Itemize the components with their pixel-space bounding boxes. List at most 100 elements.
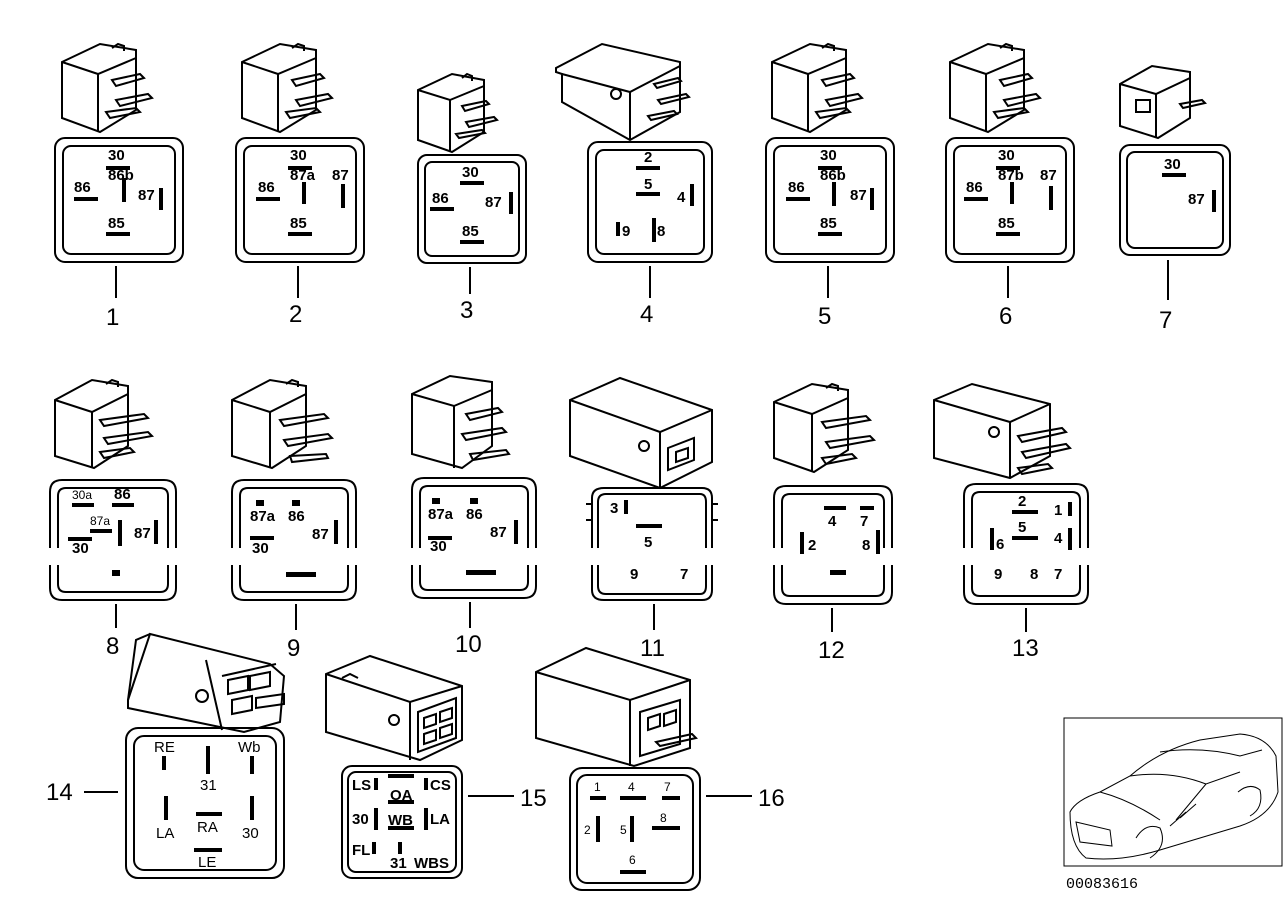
relay-16-housing — [535, 646, 691, 768]
relay-5-housing — [771, 42, 847, 134]
relay-11-pin-bars — [624, 500, 662, 528]
relay-13-pins-3d — [1016, 426, 1072, 476]
relay-10-pin-bars — [428, 498, 518, 575]
relay-9-pin-30: 30 — [252, 540, 269, 557]
relay-5-pin-85: 85 — [820, 215, 837, 232]
relay-8-pin-87: 87 — [134, 525, 151, 542]
relay-11-pin-9: 9 — [630, 566, 638, 583]
relay-7-housing — [1119, 64, 1191, 140]
relay-12-pins-3d — [820, 414, 877, 466]
relay-10[interactable]: 87a 86 87 30 10 — [411, 374, 537, 658]
relay-14-pin-bars — [162, 746, 254, 852]
relay-7-socket — [1135, 99, 1151, 113]
relay-16-housing-edge — [535, 671, 691, 766]
relay-4-pin-8: 8 — [657, 223, 665, 240]
relay-2[interactable]: 30 87a 86 87 85 2 — [235, 42, 365, 328]
relay-11-callout: 11 — [640, 635, 665, 662]
relay-2-housing — [241, 42, 317, 134]
relay-6-callout: 6 — [999, 303, 1012, 330]
relay-9-pin-87a: 87a — [250, 508, 276, 525]
relay-15-frame — [341, 765, 463, 879]
relay-15-pin-WB: WB — [388, 812, 413, 829]
diagram-id: 00083616 — [1066, 876, 1138, 893]
relay-11-frame — [591, 487, 713, 601]
relay-10-pin-87: 87 — [490, 524, 507, 541]
relay-1[interactable]: 30 86b 86 87 85 1 — [54, 42, 184, 331]
relay-10-housing — [411, 374, 493, 470]
relay-13-pin-7: 7 — [1054, 566, 1062, 583]
relay-3[interactable]: 30 86 87 85 3 — [417, 72, 527, 324]
relay-16[interactable]: 1 4 7 2 5 8 6 16 — [535, 646, 785, 891]
relay-11[interactable]: 3 5 9 7 11 — [569, 376, 718, 662]
relay-9-callout: 9 — [287, 635, 300, 662]
relay-2-frame-inner — [243, 145, 357, 255]
relay-15-pin-WBS: WBS — [414, 855, 449, 872]
relay-15-housing-edge — [325, 673, 463, 760]
relay-1-frame-inner — [62, 145, 176, 255]
relay-13[interactable]: 2 1 5 6 4 9 8 7 13 — [933, 382, 1089, 662]
relay-1-housing-edge — [61, 57, 137, 132]
relay-8[interactable]: 30a 86 87a 87 30 8 — [49, 378, 177, 660]
relay-9[interactable]: 87a 86 87 30 9 — [231, 378, 357, 662]
relay-8-frame — [49, 479, 177, 601]
relay-13-pin-8: 8 — [1030, 566, 1038, 583]
relay-11-side-ticks — [586, 503, 718, 521]
relay-2-pin-bars — [256, 166, 345, 236]
relay-15-pin-OA: OA — [390, 787, 413, 804]
relay-15-pin-FL: FL — [352, 842, 370, 859]
relay-8-pin-bars — [68, 503, 158, 576]
relay-13-screw — [988, 426, 1000, 438]
relay-1-callout: 1 — [106, 304, 119, 331]
relay-13-pin-9: 9 — [994, 566, 1002, 583]
relay-9-frame-inner — [239, 487, 349, 593]
relay-1-pin-86: 86 — [74, 179, 91, 196]
relay-10-housing-edge — [411, 389, 493, 468]
relay-3-frame — [417, 154, 527, 264]
relay-15-notch — [341, 672, 359, 679]
relay-14[interactable]: RE Wb 31 LA RA 30 LE 14 — [46, 632, 286, 879]
relay-6-housing — [949, 42, 1025, 134]
relay-14-pin-LE: LE — [198, 854, 216, 871]
relay-12[interactable]: 4 7 2 8 12 — [773, 382, 893, 664]
relay-2-pin-87: 87 — [332, 167, 349, 184]
relay-16-pin-bars — [590, 796, 680, 874]
relay-4-pin-2: 2 — [644, 149, 652, 166]
relay-7-pin-3d — [1178, 98, 1207, 110]
relay-7[interactable]: 30 87 7 — [1119, 64, 1231, 334]
relay-16-pin-1: 1 — [594, 780, 601, 794]
relay-1-pin-30: 30 — [108, 147, 125, 164]
relay-5-frame — [765, 137, 895, 263]
relay-3-pin-86: 86 — [432, 190, 449, 207]
relay-10-pins-3d — [460, 406, 511, 462]
relay-15-pin-LA: LA — [430, 811, 450, 828]
relay-13-pin-5: 5 — [1018, 519, 1026, 536]
relay-14-pin-31: 31 — [200, 777, 217, 794]
relay-6-frame — [945, 137, 1075, 263]
relay-6-pin-87: 87 — [1040, 167, 1057, 184]
relay-13-pin-1: 1 — [1054, 502, 1062, 519]
relay-4[interactable]: 2 5 4 9 8 4 — [555, 42, 713, 328]
relay-15[interactable]: LS CS OA 30 WB LA FL 31 WBS 15 — [325, 654, 547, 879]
relay-5-housing-edge — [771, 57, 847, 132]
relay-5[interactable]: 30 86b 86 87 85 5 — [765, 42, 895, 330]
relay-4-pin-5: 5 — [644, 176, 652, 193]
relay-7-pin-30: 30 — [1164, 156, 1181, 173]
relay-2-housing-edge — [241, 57, 317, 132]
relay-5-callout: 5 — [818, 303, 831, 330]
relay-3-pin-85: 85 — [462, 223, 479, 240]
relay-7-pin-bars — [1162, 173, 1216, 212]
relay-14-housing — [127, 632, 286, 734]
relay-11-housing-edge — [569, 399, 713, 488]
relay-5-pin-30: 30 — [820, 147, 837, 164]
relay-12-pin-8: 8 — [862, 537, 870, 554]
relay-16-socket — [639, 698, 698, 758]
relay-3-pins-3d — [454, 99, 499, 140]
relay-1-housing — [61, 42, 137, 134]
relay-6[interactable]: 30 87b 86 87 85 6 — [945, 42, 1075, 330]
relay-12-callout: 12 — [818, 637, 845, 664]
relay-12-tab — [825, 382, 839, 391]
relay-5-pin-bars — [786, 166, 874, 236]
relay-9-housing-edge — [231, 393, 307, 468]
relay-11-housing — [569, 376, 713, 490]
